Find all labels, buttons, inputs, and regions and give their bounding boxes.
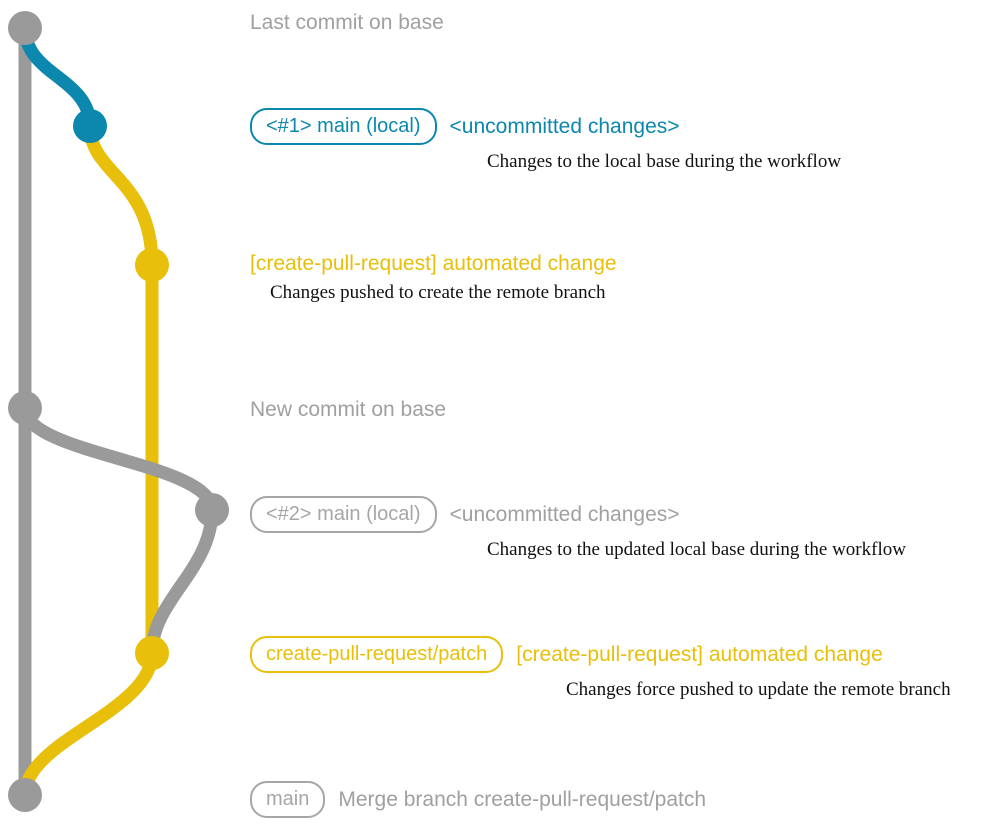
commit-row-head: Last commit on base	[250, 11, 444, 35]
commit-subject-new-commit-on-base: New commit on base	[250, 398, 447, 421]
branch-tag-merge-commit[interactable]: main	[250, 781, 326, 818]
commit-row-head: <#1> main (local) <uncommitted changes>	[250, 108, 841, 145]
commit-row-head: New commit on base	[250, 398, 446, 422]
graph-edge-local2-to-remote2	[145, 503, 219, 660]
commit-row-head: [create-pull-request] automated change	[250, 252, 617, 276]
commit-node-remote-commit-2[interactable]	[135, 636, 169, 670]
commit-row-head: main Merge branch create-pull-request/pat…	[250, 781, 706, 818]
commit-node-local-commit-1[interactable]	[73, 109, 107, 143]
commit-node-local-commit-2[interactable]	[195, 493, 229, 527]
commit-row-local-main-1: <#1> main (local) <uncommitted changes> Ch…	[250, 108, 841, 173]
commit-subject-automated-change-1: [create-pull-request] automated change	[250, 252, 617, 275]
graph-edge-remote2-to-merge	[18, 646, 159, 802]
commit-description-local-main-1: Changes to the local base during the wor…	[487, 151, 842, 172]
commit-node-base-new-commit[interactable]	[8, 391, 42, 425]
commit-description-local-main-2: Changes to the updated local base during…	[487, 539, 906, 560]
commit-row-merge-commit: main Merge branch create-pull-request/pat…	[250, 781, 706, 818]
commit-row-last-commit-on-base: Last commit on base	[250, 11, 444, 35]
commit-row-local-main-2: <#2> main (local) <uncommitted changes> Ch…	[250, 496, 906, 561]
commit-row-head: <#2> main (local) <uncommitted changes>	[250, 496, 906, 533]
commit-description-automated-change-2: Changes force pushed to update the remot…	[566, 679, 951, 700]
commit-row-automated-change-2: create-pull-request/patch [create-pull-re…	[250, 636, 951, 701]
branch-tag-local-main-1[interactable]: <#1> main (local)	[250, 108, 437, 145]
branch-tag-local-main-2[interactable]: <#2> main (local)	[250, 496, 437, 533]
graph-edge-base2-to-local2	[18, 401, 219, 517]
commit-row-head: create-pull-request/patch [create-pull-re…	[250, 636, 951, 673]
commit-node-remote-commit-1[interactable]	[135, 248, 169, 282]
commit-node-base-head[interactable]	[8, 11, 42, 45]
commit-description-automated-change-1: Changes pushed to create the remote bran…	[270, 282, 606, 303]
branch-tag-automated-change-2[interactable]: create-pull-request/patch	[250, 636, 504, 673]
commit-subject-last-commit-on-base: Last commit on base	[250, 11, 444, 34]
commit-node-merge-node[interactable]	[8, 778, 42, 812]
commit-row-new-commit-on-base: New commit on base	[250, 398, 446, 422]
commit-subject-automated-change-2: [create-pull-request] automated change	[516, 642, 883, 666]
commit-subject-local-main-2: <uncommitted changes>	[449, 502, 680, 526]
commit-subject-merge-commit: Merge branch create-pull-request/patch	[338, 787, 707, 811]
commit-subject-local-main-1: <uncommitted changes>	[449, 114, 680, 138]
